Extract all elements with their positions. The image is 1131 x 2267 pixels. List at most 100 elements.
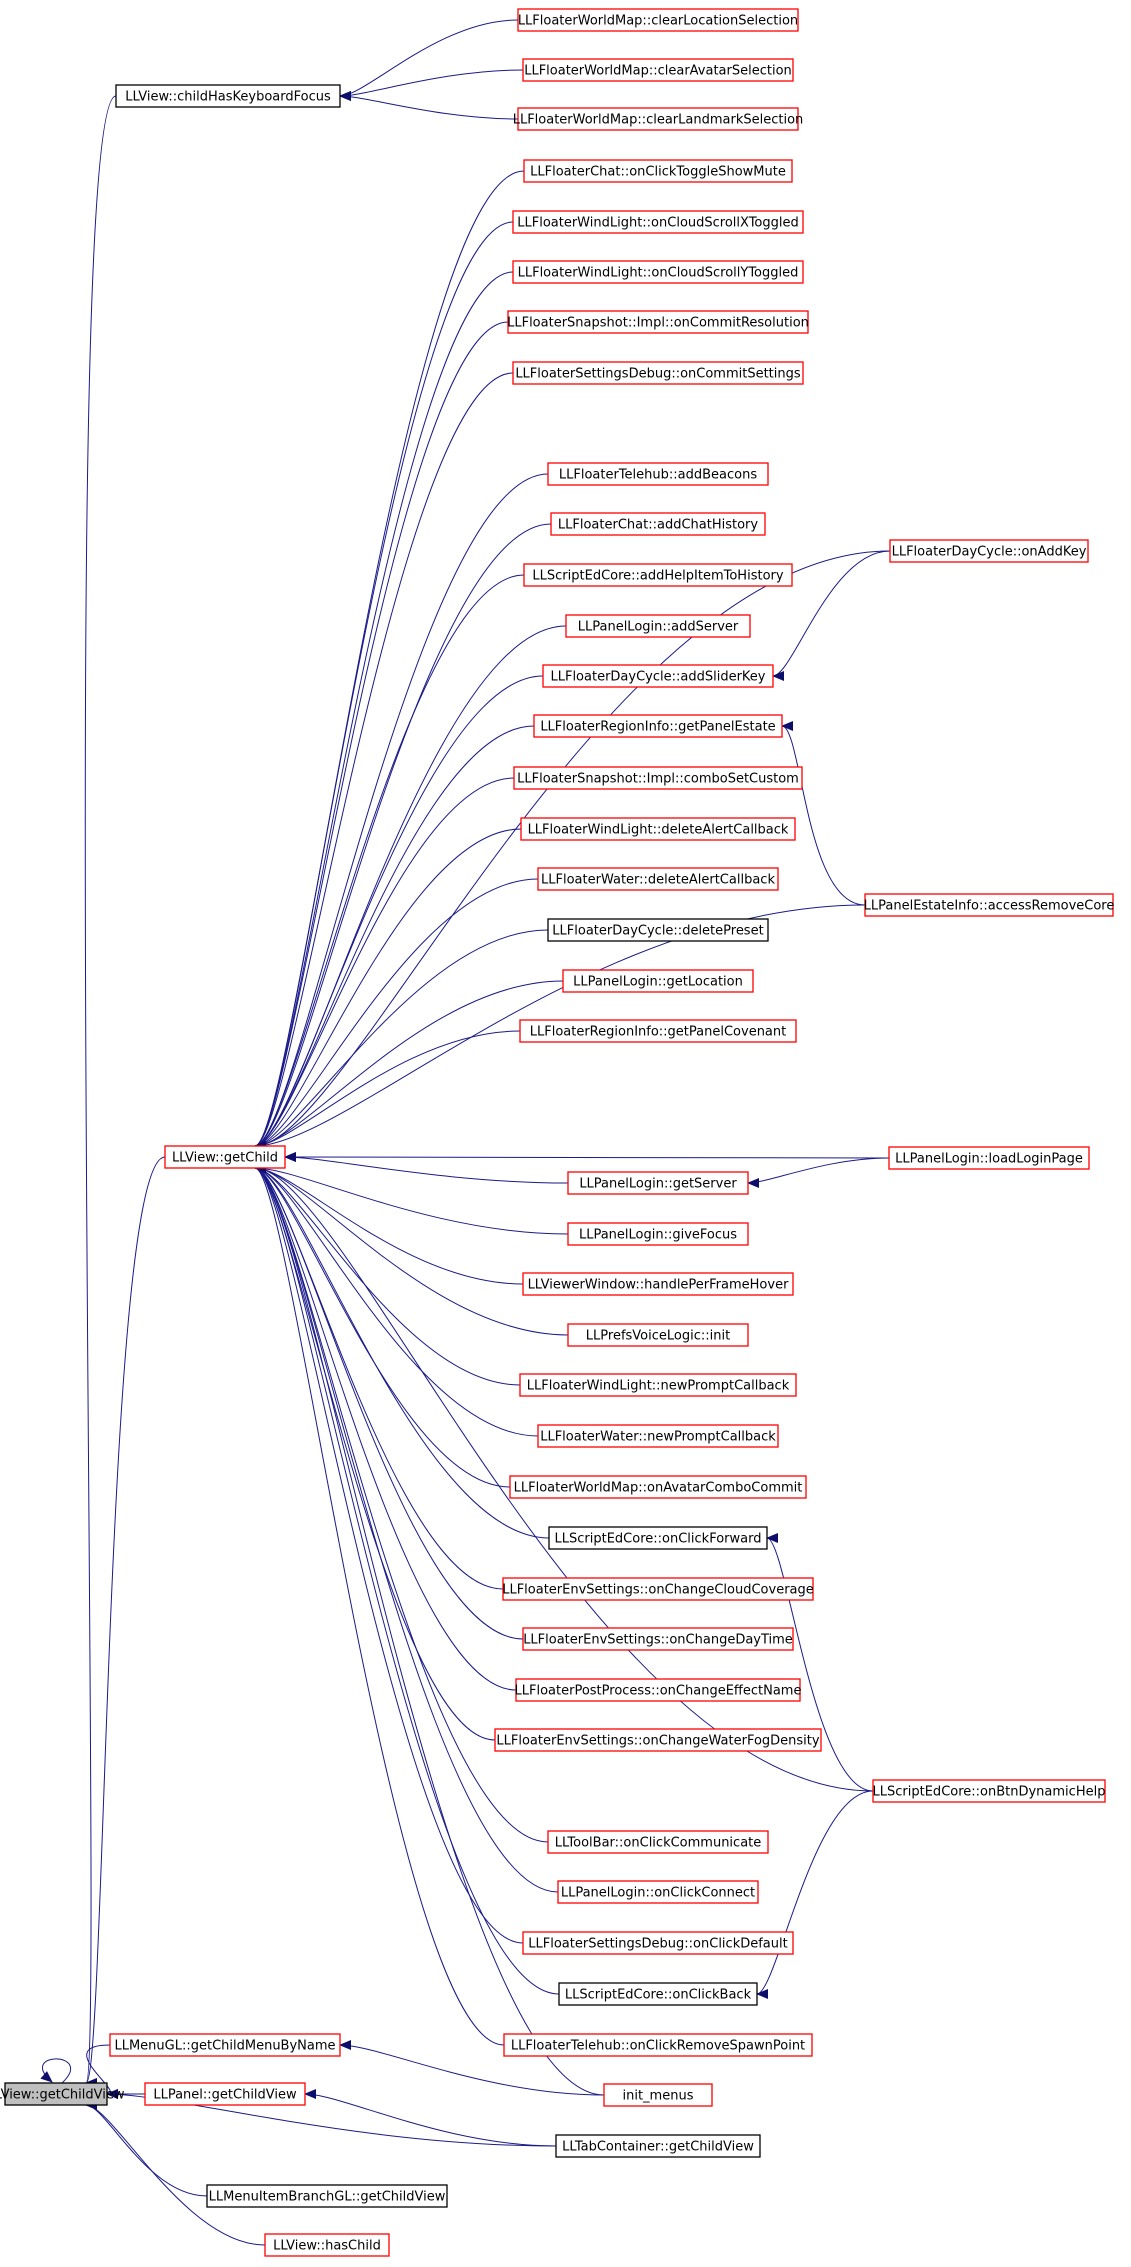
call-edge-wmAvatarCombo-to-getChild: [254, 1163, 511, 1488]
node-panelGetChildView[interactable]: LLPanel::getChildView: [144, 2082, 306, 2106]
node-label-wmClearAvatar: LLFloaterWorldMap::clearAvatarSelection: [524, 64, 792, 79]
call-edge-settingsCommit-to-getChild: [254, 372, 514, 1151]
node-box-settingsClickDefault: [522, 1931, 794, 1955]
node-waterDeleteAlert[interactable]: LLFloaterWater::deleteAlertCallback: [537, 867, 779, 891]
node-snapCombo[interactable]: LLFloaterSnapshot::Impl::comboSetCustom: [513, 766, 803, 790]
node-box-scriptClickForward: [548, 1526, 768, 1550]
node-chatAddHistory[interactable]: LLFloaterChat::addChatHistory: [550, 512, 766, 536]
node-box-dayDeletePreset: [547, 918, 769, 942]
node-chatToggleMute[interactable]: LLFloaterChat::onClickToggleShowMute: [523, 159, 793, 183]
node-waterNewPrompt[interactable]: LLFloaterWater::newPromptCallback: [537, 1424, 779, 1448]
node-label-wmAvatarCombo: LLFloaterWorldMap::onAvatarComboCommit: [514, 1481, 803, 1496]
node-wlDeleteAlert[interactable]: LLFloaterWindLight::deleteAlertCallback: [520, 817, 796, 841]
node-dayAddSliderKey[interactable]: LLFloaterDayCycle::addSliderKey: [542, 664, 774, 688]
node-wmClearAvatar[interactable]: LLFloaterWorldMap::clearAvatarSelection: [522, 58, 794, 82]
node-box-toolbarCommunicate: [547, 1830, 769, 1854]
node-estateAccessRemove[interactable]: LLPanelEstateInfo::accessRemoveCore: [864, 893, 1115, 917]
node-envWaterFog[interactable]: LLFloaterEnvSettings::onChangeWaterFogDe…: [494, 1728, 822, 1752]
node-label-loginGiveFocus: LLPanelLogin::giveFocus: [579, 1228, 737, 1243]
node-loginClickConnect[interactable]: LLPanelLogin::onClickConnect: [557, 1880, 759, 1904]
node-box-wmAvatarCombo: [509, 1475, 807, 1499]
call-edge-prefsVoiceInit-to-getChild: [254, 1163, 569, 1336]
node-label-waterDeleteAlert: LLFloaterWater::deleteAlertCallback: [541, 873, 775, 888]
node-getChildView[interactable]: LLView::getChildView: [0, 2082, 125, 2106]
node-label-settingsClickDefault: LLFloaterSettingsDebug::onClickDefault: [528, 1937, 787, 1952]
node-loginLoadPage[interactable]: LLPanelLogin::loadLoginPage: [888, 1146, 1090, 1170]
call-edge-tabGetChildView-to-getChildView: [106, 2089, 557, 2147]
node-wmAvatarCombo[interactable]: LLFloaterWorldMap::onAvatarComboCommit: [509, 1475, 807, 1499]
node-envCloudCoverage[interactable]: LLFloaterEnvSettings::onChangeCloudCover…: [502, 1577, 814, 1601]
nodes-layer: LLView::getChildView LLView::childHasKeyb…: [0, 8, 1115, 2257]
call-edge-scriptAddHelp-to-getChild: [254, 574, 525, 1151]
node-dayDeletePreset[interactable]: LLFloaterDayCycle::deletePreset: [547, 918, 769, 942]
call-edge-getChild-to-getChildView: [85, 1156, 166, 2088]
node-wmClearLocation[interactable]: LLFloaterWorldMap::clearLocationSelectio…: [517, 8, 799, 32]
node-box-scriptDynamicHelp: [872, 1779, 1106, 1803]
call-edge-wlDeleteAlert-to-getChild: [254, 828, 522, 1151]
node-box-regionCovenant: [519, 1019, 797, 1043]
node-prefsVoiceInit[interactable]: LLPrefsVoiceLogic::init: [567, 1323, 749, 1347]
call-edge-settingsClickDefault-to-getChild: [254, 1163, 524, 1944]
node-telehubRemoveSpawn[interactable]: LLFloaterTelehub::onClickRemoveSpawnPoin…: [503, 2033, 813, 2057]
node-postEffectName[interactable]: LLFloaterPostProcess::onChangeEffectName: [515, 1678, 802, 1702]
call-edge-hasChild-to-getChildView: [85, 2100, 266, 2246]
call-edge-scriptClickBack-to-getChild: [254, 1163, 560, 1995]
node-loginAddServer[interactable]: LLPanelLogin::addServer: [565, 614, 751, 638]
node-dayOnAddKey[interactable]: LLFloaterDayCycle::onAddKey: [889, 539, 1089, 563]
node-box-settingsCommit: [512, 361, 804, 385]
node-label-childHasFocus: LLView::childHasKeyboardFocus: [125, 90, 331, 105]
node-telehubBeacons[interactable]: LLFloaterTelehub::addBeacons: [547, 462, 769, 486]
node-loginGetServer[interactable]: LLPanelLogin::getServer: [567, 1171, 749, 1195]
node-box-scriptAddHelp: [523, 563, 793, 587]
node-label-dayOnAddKey: LLFloaterDayCycle::onAddKey: [892, 545, 1087, 560]
node-loginGiveFocus[interactable]: LLPanelLogin::giveFocus: [567, 1222, 749, 1246]
node-childHasFocus[interactable]: LLView::childHasKeyboardFocus: [115, 84, 341, 108]
node-tabGetChildView[interactable]: LLTabContainer::getChildView: [555, 2134, 761, 2158]
node-box-snapCombo: [513, 766, 803, 790]
call-edge-loginGiveFocus-to-getChild: [254, 1163, 569, 1235]
node-scriptClickBack[interactable]: LLScriptEdCore::onClickBack: [558, 1982, 758, 2006]
node-getChildMenuByName[interactable]: LLMenuGL::getChildMenuByName: [109, 2033, 341, 2057]
node-box-loginAddServer: [565, 614, 751, 638]
node-settingsClickDefault[interactable]: LLFloaterSettingsDebug::onClickDefault: [522, 1931, 794, 1955]
node-scriptDynamicHelp[interactable]: LLScriptEdCore::onBtnDynamicHelp: [872, 1779, 1106, 1803]
node-loginGetLocation[interactable]: LLPanelLogin::getLocation: [562, 969, 754, 993]
node-wlCloudY[interactable]: LLFloaterWindLight::onCloudScrollYToggle…: [512, 260, 804, 284]
node-label-loginClickConnect: LLPanelLogin::onClickConnect: [561, 1886, 755, 1901]
call-edge-getChildView-to-getChildView: [40, 2058, 71, 2084]
node-label-getChildView: LLView::getChildView: [0, 2088, 125, 2103]
node-settingsCommit[interactable]: LLFloaterSettingsDebug::onCommitSettings: [512, 361, 804, 385]
node-snapCommitRes[interactable]: LLFloaterSnapshot::Impl::onCommitResolut…: [507, 310, 809, 334]
node-label-regionPanelEstate: LLFloaterRegionInfo::getPanelEstate: [540, 720, 775, 735]
node-label-loginGetLocation: LLPanelLogin::getLocation: [573, 975, 743, 990]
node-regionCovenant[interactable]: LLFloaterRegionInfo::getPanelCovenant: [519, 1019, 797, 1043]
node-hasChild[interactable]: LLView::hasChild: [264, 2233, 390, 2257]
node-box-snapCommitRes: [507, 310, 809, 334]
node-wlCloudX[interactable]: LLFloaterWindLight::onCloudScrollXToggle…: [512, 210, 804, 234]
node-envDayTime[interactable]: LLFloaterEnvSettings::onChangeDayTime: [522, 1627, 794, 1651]
node-label-wlDeleteAlert: LLFloaterWindLight::deleteAlertCallback: [528, 823, 789, 838]
node-label-waterNewPrompt: LLFloaterWater::newPromptCallback: [540, 1430, 776, 1445]
node-box-initMenus: [603, 2083, 713, 2107]
node-label-loginGetServer: LLPanelLogin::getServer: [579, 1177, 737, 1192]
node-scriptClickForward[interactable]: LLScriptEdCore::onClickForward: [548, 1526, 768, 1550]
node-box-chatToggleMute: [523, 159, 793, 183]
node-regionPanelEstate[interactable]: LLFloaterRegionInfo::getPanelEstate: [533, 714, 783, 738]
node-wlNewPrompt[interactable]: LLFloaterWindLight::newPromptCallback: [519, 1373, 797, 1397]
node-getChild[interactable]: LLView::getChild: [164, 1145, 286, 1169]
node-label-dayAddSliderKey: LLFloaterDayCycle::addSliderKey: [550, 670, 765, 685]
node-viewerHover[interactable]: LLViewerWindow::handlePerFrameHover: [522, 1272, 794, 1296]
node-initMenus[interactable]: init_menus: [603, 2083, 713, 2107]
node-label-dayDeletePreset: LLFloaterDayCycle::deletePreset: [552, 924, 763, 939]
node-menuItemBranch[interactable]: LLMenuItemBranchGL::getChildView: [206, 2184, 448, 2208]
node-scriptAddHelp[interactable]: LLScriptEdCore::addHelpItemToHistory: [523, 563, 793, 587]
call-edge-estateAccessRemove-to-regionPanelEstate: [781, 721, 866, 906]
node-toolbarCommunicate[interactable]: LLToolBar::onClickCommunicate: [547, 1830, 769, 1854]
node-wmClearLandmark[interactable]: LLFloaterWorldMap::clearLandmarkSelectio…: [513, 107, 804, 131]
node-box-loginGetServer: [567, 1171, 749, 1195]
node-box-dayAddSliderKey: [542, 664, 774, 688]
call-edge-wmClearAvatar-to-childHasFocus: [339, 69, 524, 101]
call-edge-wlCloudX-to-getChild: [254, 221, 514, 1151]
node-label-envCloudCoverage: LLFloaterEnvSettings::onChangeCloudCover…: [502, 1583, 814, 1598]
node-label-chatAddHistory: LLFloaterChat::addChatHistory: [558, 518, 758, 533]
